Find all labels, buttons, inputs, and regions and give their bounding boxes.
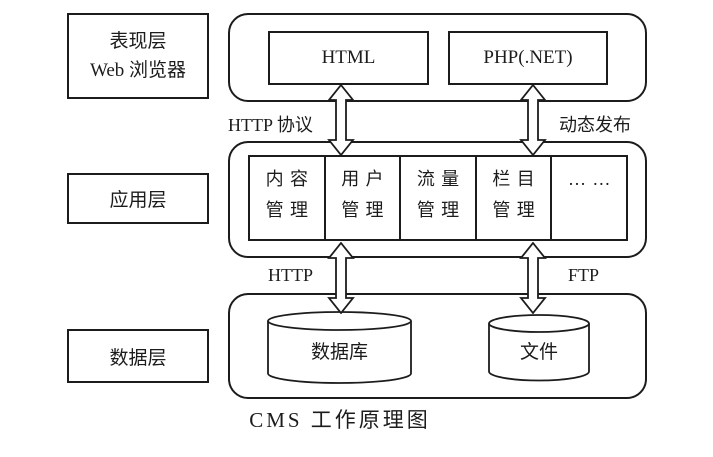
application-layer-label: 应用层 [109, 190, 167, 211]
presentation-layer-line2: Web 浏览器 [89, 60, 187, 81]
module-line: 管理 [341, 200, 390, 220]
html-label: HTML [321, 47, 376, 68]
http-label: HTTP [268, 265, 313, 285]
html-box: HTML [268, 31, 429, 85]
ftp-label: FTP [568, 265, 600, 285]
double-arrow-app-database [327, 242, 355, 314]
php-label: PHP(.NET) [483, 47, 573, 68]
dynamic-publish-label: 动态发布 [559, 115, 631, 135]
module-traffic-management: 流量 管理 [399, 155, 477, 241]
module-line: 栏目 [492, 169, 542, 189]
diagram-caption: CMS 工作原理图 [249, 408, 431, 432]
module-user-management: 用户 管理 [323, 155, 402, 241]
php-box: PHP(.NET) [448, 31, 608, 85]
module-row: 内容 管理 用户 管理 流量 管理 栏目 管理 …… [248, 155, 628, 241]
module-more: …… [550, 155, 628, 241]
double-arrow-php-app [519, 84, 547, 156]
module-content-management: 内容 管理 [248, 155, 326, 241]
module-line: 管理 [265, 200, 315, 220]
database-cylinder [267, 311, 412, 384]
data-layer-box: 数据层 [67, 329, 209, 383]
file-label: 文件 [519, 341, 558, 363]
application-layer-box: 应用层 [67, 173, 209, 224]
double-arrow-app-file [519, 242, 547, 314]
module-line: 用户 [341, 169, 390, 189]
module-line: …… [568, 169, 617, 189]
database-label: 数据库 [310, 341, 368, 363]
double-arrow-html-app [327, 84, 355, 156]
module-line: 管理 [492, 200, 542, 220]
module-line: 内容 [265, 169, 315, 189]
file-cylinder [488, 314, 590, 382]
module-column-management: 栏目 管理 [474, 155, 553, 241]
presentation-layer-line1: 表现层 [109, 31, 167, 52]
module-line: 流量 [416, 169, 466, 189]
presentation-layer-box: 表现层 Web 浏览器 [67, 13, 209, 99]
http-protocol-label: HTTP 协议 [228, 115, 313, 135]
data-layer-label: 数据层 [109, 347, 167, 369]
module-line: 管理 [416, 200, 466, 220]
